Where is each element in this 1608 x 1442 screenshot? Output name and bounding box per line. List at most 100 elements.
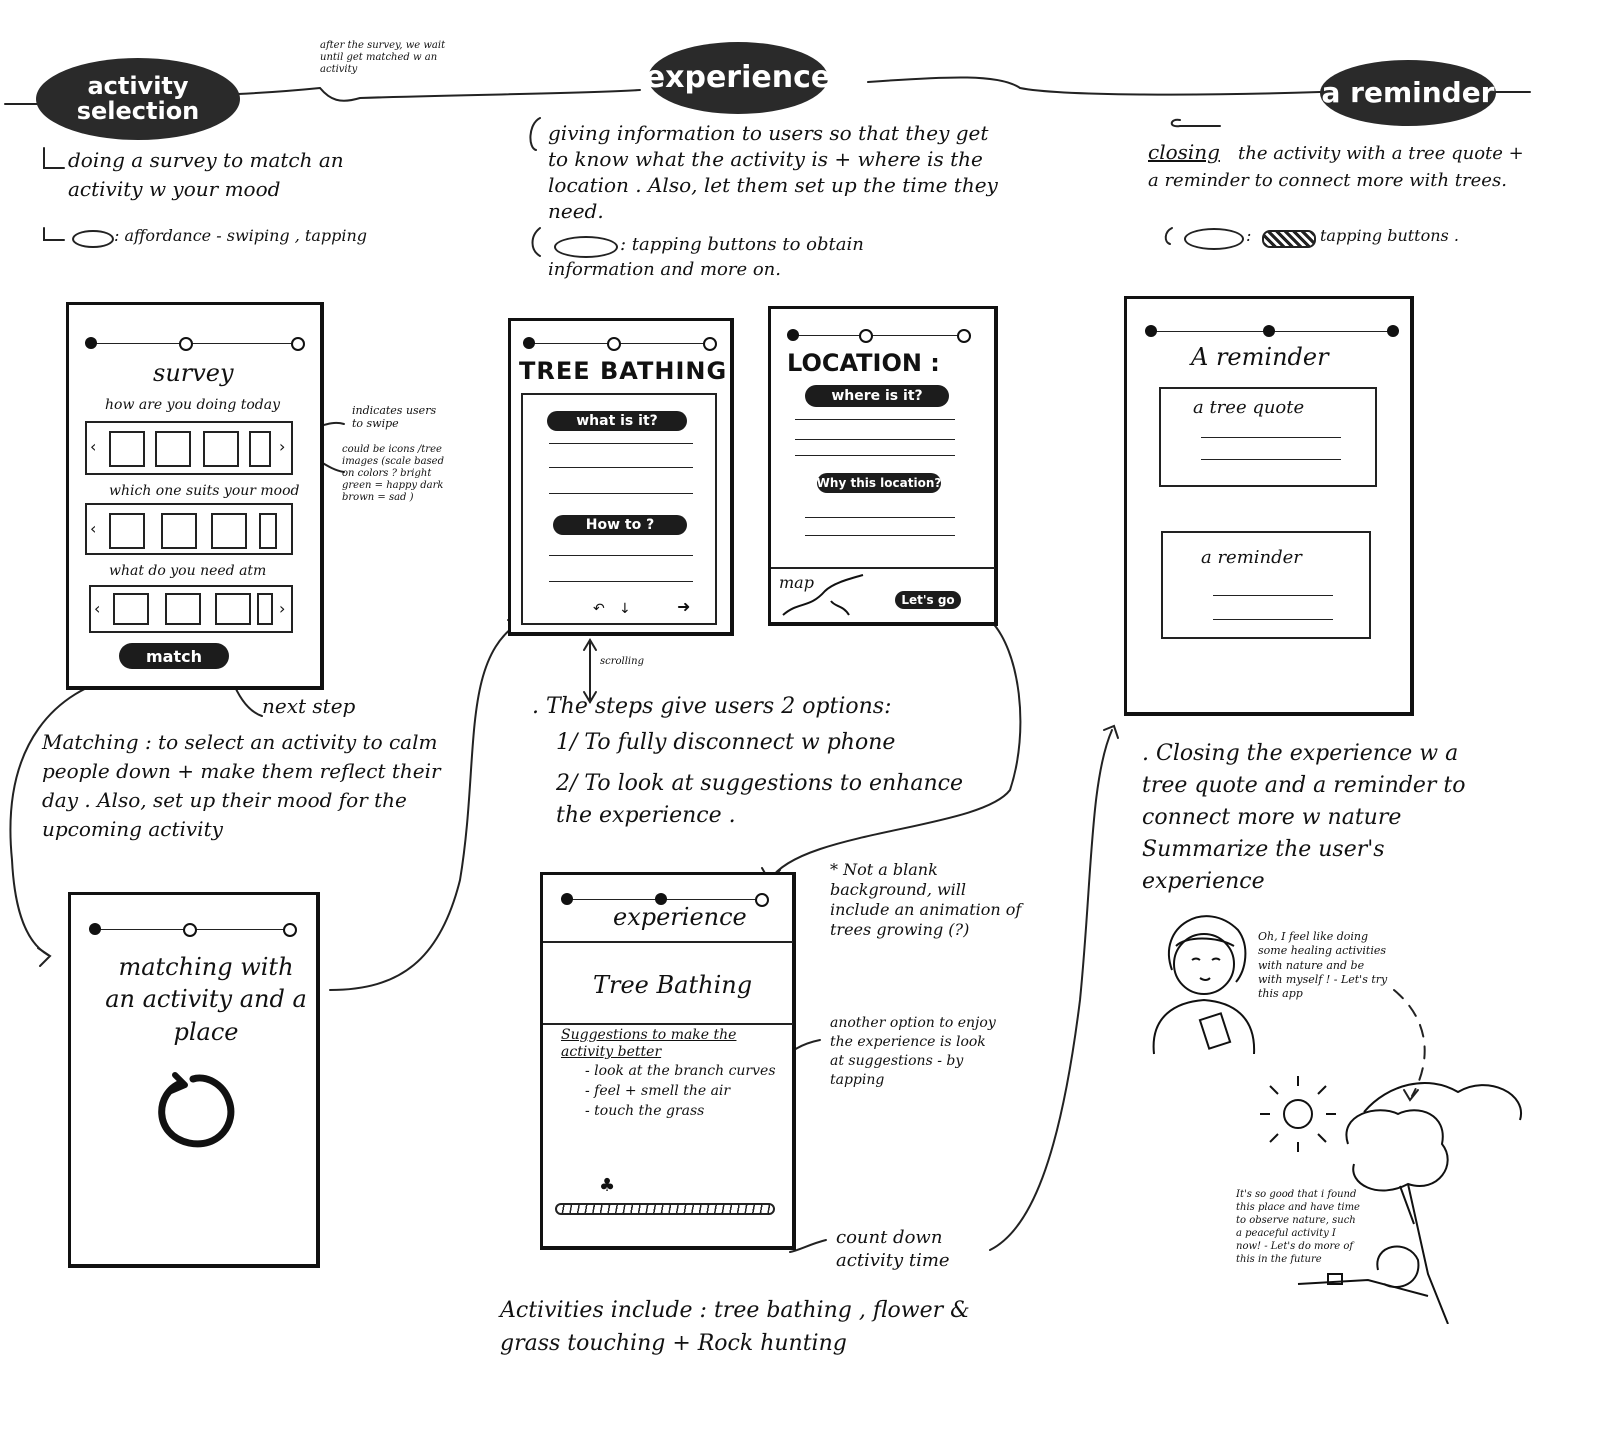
text-line bbox=[549, 555, 693, 556]
survey-screen: survey how are you doing today ‹ › which… bbox=[66, 302, 324, 690]
tree-quote-label: a tree quote bbox=[1193, 397, 1305, 418]
text-line bbox=[549, 443, 693, 444]
match-button[interactable]: match bbox=[119, 643, 229, 669]
progress-dot bbox=[179, 337, 193, 351]
countdown-bar bbox=[555, 1203, 775, 1215]
note-reminder-affordance: : bbox=[1246, 226, 1252, 245]
mood-option[interactable] bbox=[113, 593, 149, 625]
mood-option[interactable] bbox=[211, 513, 247, 549]
matching-text: matching with an activity and a place bbox=[105, 953, 307, 1046]
mood-option[interactable] bbox=[165, 593, 201, 625]
mood-option[interactable] bbox=[257, 593, 273, 625]
tree-bathing-title: TREE BATHING bbox=[519, 357, 728, 385]
stage-experience-label: experience bbox=[644, 60, 832, 96]
nature-scene-illustration bbox=[1260, 1076, 1523, 1324]
note-countdown: count down activity time bbox=[836, 1227, 950, 1272]
map-label[interactable]: map bbox=[779, 573, 814, 592]
scroll-content-panel[interactable]: what is it? How to ? ↶ ↓ ➜ bbox=[521, 393, 717, 625]
mood-option[interactable] bbox=[155, 431, 191, 467]
next-arrow-icon[interactable]: ➜ bbox=[677, 597, 691, 616]
stage-activity-selection: activity selection bbox=[36, 58, 240, 140]
scroll-down-icon[interactable]: ↓ bbox=[619, 601, 631, 617]
progress-dot bbox=[183, 923, 197, 937]
note-next-step: next step bbox=[262, 694, 356, 718]
mood-option[interactable] bbox=[259, 513, 277, 549]
where-is-it-button[interactable]: where is it? bbox=[805, 385, 949, 407]
reminder-card: a reminder bbox=[1161, 531, 1371, 639]
location-screen: LOCATION : where is it? Why this locatio… bbox=[768, 306, 998, 626]
progress-dot-active bbox=[1145, 325, 1157, 337]
note-activities-include: Activities include : tree bathing , flow… bbox=[500, 1298, 970, 1356]
note-survey-affordance: : affordance - swiping , tapping bbox=[114, 226, 368, 245]
text-line bbox=[1201, 459, 1341, 460]
chevron-left-icon[interactable]: ‹ bbox=[90, 519, 97, 538]
section-divider bbox=[543, 1023, 793, 1025]
text-line bbox=[1213, 619, 1333, 620]
progress-track bbox=[791, 335, 971, 336]
what-is-it-button[interactable]: what is it? bbox=[547, 411, 687, 431]
progress-dot-active bbox=[523, 337, 535, 349]
text-line bbox=[1213, 595, 1333, 596]
text-line bbox=[549, 467, 693, 468]
progress-dot bbox=[607, 337, 621, 351]
tree-icon: ♣ bbox=[599, 1175, 616, 1196]
text-line bbox=[549, 493, 693, 494]
note-experience-affordance: : tapping buttons to obtain information … bbox=[548, 234, 864, 281]
progress-dot bbox=[291, 337, 305, 351]
mood-option[interactable] bbox=[249, 431, 271, 467]
mood-option[interactable] bbox=[109, 431, 145, 467]
text-line bbox=[549, 581, 693, 582]
note-experience-desc: giving information to users so that they… bbox=[548, 121, 998, 223]
note-option-2: 2/ To look at suggestions to enhance the… bbox=[556, 771, 963, 828]
speech-bubble-1: Oh, I feel like doing some healing activ… bbox=[1258, 930, 1388, 1001]
note-another-option: another option to enjoy the experience i… bbox=[830, 1015, 996, 1088]
progress-dot-active bbox=[787, 329, 799, 341]
mood-option[interactable] bbox=[109, 513, 145, 549]
text-line bbox=[1201, 437, 1341, 438]
progress-dot bbox=[755, 893, 769, 907]
swipe-row-3[interactable]: ‹ › bbox=[89, 585, 293, 633]
lets-go-button[interactable]: Let's go bbox=[895, 591, 961, 609]
chevron-left-icon[interactable]: ‹ bbox=[94, 599, 101, 618]
suggestions-title[interactable]: Suggestions to make the activity better bbox=[561, 1027, 737, 1060]
mood-option[interactable] bbox=[203, 431, 239, 467]
note-survey-desc: doing a survey to match an activity w yo… bbox=[68, 148, 344, 201]
reminder-title: A reminder bbox=[1191, 343, 1329, 371]
text-line bbox=[805, 535, 955, 536]
progress-dot-active bbox=[89, 923, 101, 935]
progress-track bbox=[567, 899, 767, 900]
suggestion-item: - feel + smell the air bbox=[585, 1083, 731, 1099]
note-not-blank: * Not a blank background, will include a… bbox=[830, 860, 1022, 939]
mood-option[interactable] bbox=[215, 593, 251, 625]
reminder-card-label: a reminder bbox=[1201, 547, 1302, 568]
note-steps-intro: . The steps give users 2 options: bbox=[532, 694, 892, 719]
progress-dot bbox=[957, 329, 971, 343]
affordance-oval-icon-3 bbox=[1184, 228, 1244, 250]
swipe-row-1[interactable]: ‹ › bbox=[85, 421, 293, 475]
how-to-button[interactable]: How to ? bbox=[553, 515, 687, 535]
chevron-right-icon[interactable]: › bbox=[279, 599, 286, 618]
mood-option[interactable] bbox=[161, 513, 197, 549]
location-title: LOCATION : bbox=[787, 349, 940, 377]
progress-track bbox=[91, 343, 299, 344]
map-route-icon bbox=[782, 574, 864, 616]
chevron-right-icon[interactable]: › bbox=[279, 437, 286, 456]
scroll-back-icon[interactable]: ↶ bbox=[593, 601, 605, 617]
survey-question-1: how are you doing today bbox=[105, 397, 281, 413]
map-divider bbox=[771, 567, 995, 569]
filled-button-icon bbox=[1262, 230, 1316, 248]
note-after-survey: after the survey, we wait until get matc… bbox=[320, 40, 446, 75]
note-closing-desc: . Closing the experience w a tree quote … bbox=[1142, 741, 1466, 894]
stage-a-reminder: a reminder bbox=[1320, 60, 1496, 126]
progress-dot-active bbox=[1387, 325, 1399, 337]
chevron-left-icon[interactable]: ‹ bbox=[90, 437, 97, 456]
loading-icon bbox=[158, 1072, 235, 1148]
progress-dot-active bbox=[85, 337, 97, 349]
suggestion-item: - look at the branch curves bbox=[585, 1063, 776, 1079]
affordance-oval-icon-2 bbox=[554, 236, 618, 258]
note-scrolling: scrolling bbox=[600, 656, 644, 667]
why-location-button[interactable]: Why this location? bbox=[817, 473, 941, 493]
text-line bbox=[795, 419, 955, 420]
tree-bathing-screen: TREE BATHING what is it? How to ? ↶ ↓ ➜ bbox=[508, 318, 734, 636]
swipe-row-2[interactable]: ‹ bbox=[85, 503, 293, 555]
